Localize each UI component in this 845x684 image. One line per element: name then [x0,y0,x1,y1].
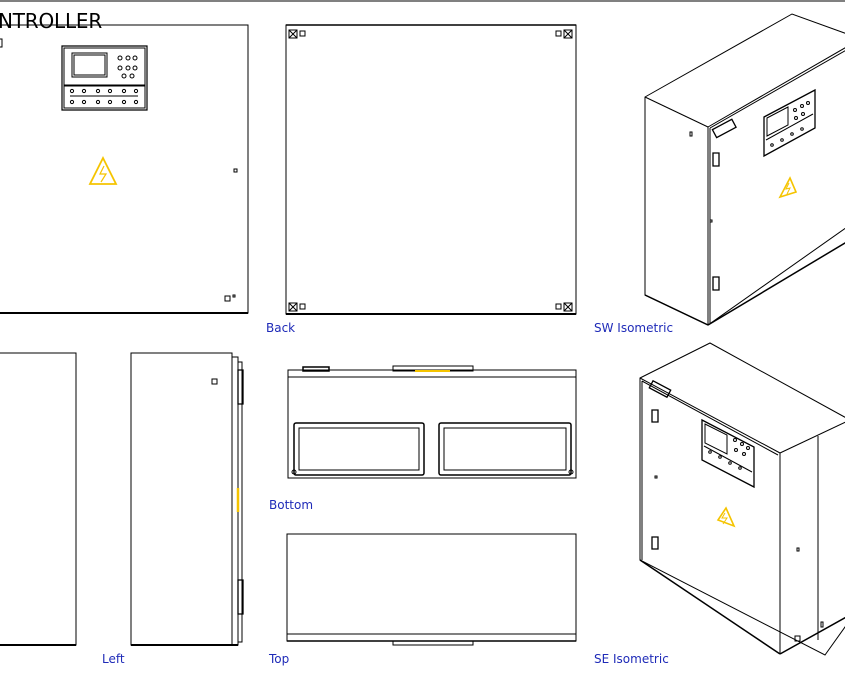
front-view-outline [0,25,248,313]
back-view [286,25,576,314]
warning-triangle-icon [718,508,734,526]
left-view-hole [212,379,217,384]
back-view-outline [286,25,576,314]
controller-panel-icon [764,90,815,156]
top-view-outline [287,534,576,634]
left-view-outline [131,353,232,645]
controller-panel-icon [62,46,147,110]
left-view [131,353,243,645]
cable-gland-plate [439,423,571,475]
top-view [287,534,576,645]
bottom-view-outline [288,377,576,478]
view-label-se-isometric: SE Isometric [594,652,669,666]
warning-triangle-icon [90,158,116,184]
view-label-left: Left [102,652,125,666]
back-mount-hole [289,30,305,38]
drawing-title: NTROLLER [0,9,103,33]
view-label-sw-isometric: SW Isometric [594,321,674,335]
cable-gland-plate [294,423,424,475]
front-lock-hole [234,169,237,172]
back-mount-hole [556,303,572,311]
back-mount-hole [556,30,572,38]
view-label-top: Top [269,652,290,666]
view-label-bottom: Bottom [269,498,314,512]
bottom-view [288,366,576,478]
door-handle-icon [649,381,670,397]
sw-isometric-view [645,14,845,325]
view-label-back: Back [266,321,296,335]
back-mount-hole [289,303,305,311]
se-isometric-view [640,343,845,655]
door-handle-icon [712,119,736,137]
front-corner-marker [0,39,2,47]
side-view-partial [0,353,76,645]
controller-panel-icon [702,420,754,487]
warning-triangle-icon [780,178,796,197]
front-view [0,25,248,313]
